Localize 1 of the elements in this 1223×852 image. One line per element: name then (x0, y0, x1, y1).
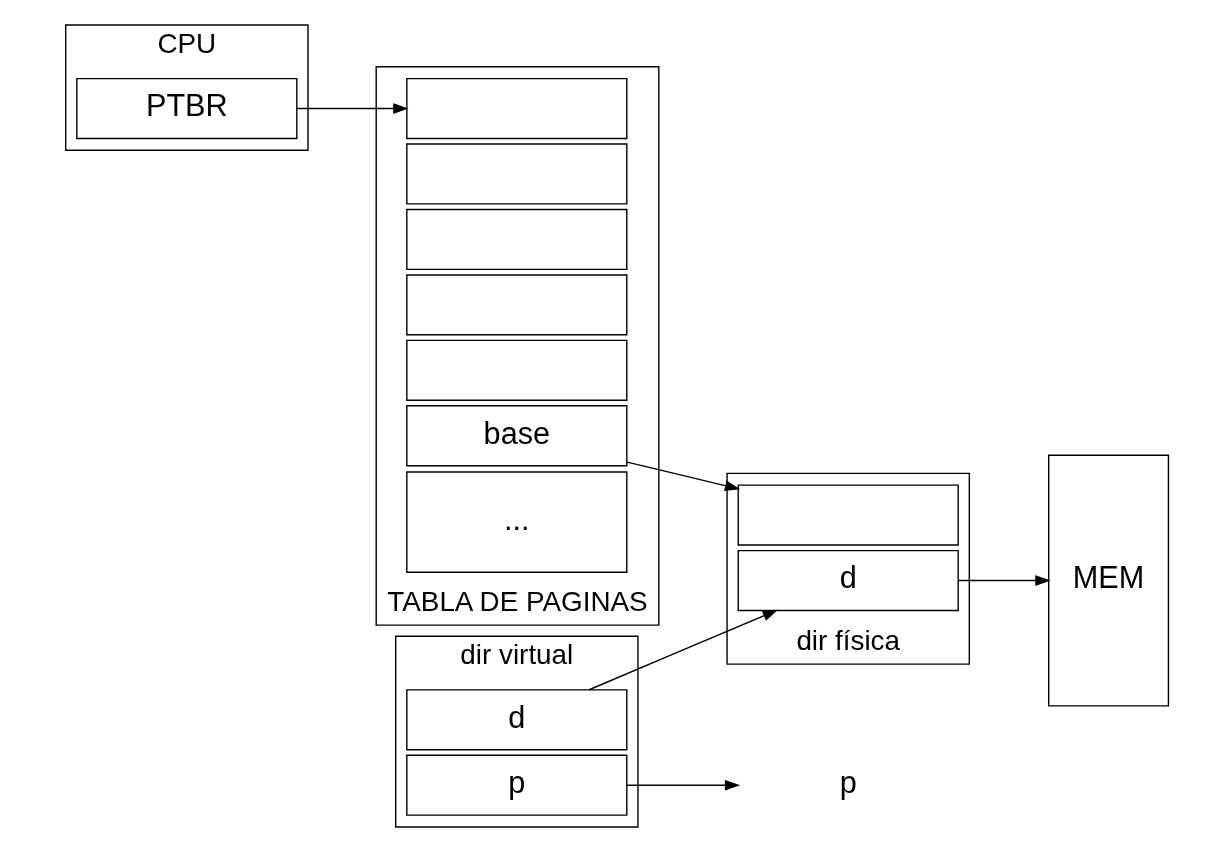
node-text: p (839, 765, 857, 800)
